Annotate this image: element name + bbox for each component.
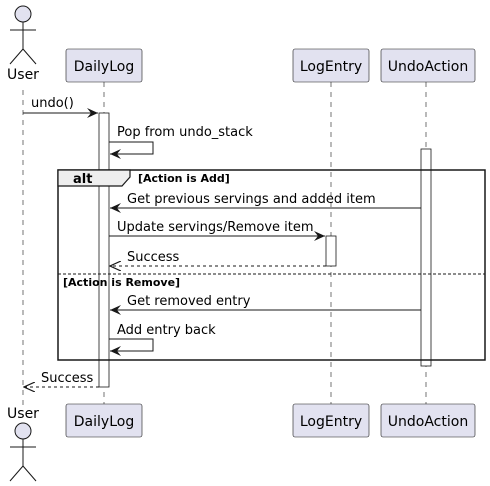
message-label-get-previous: Get previous servings and added item [127,192,376,207]
participant-box-dailylog-top [65,48,143,83]
participant-box-logentry-bottom [292,403,370,438]
message-label-add-back: Add entry back [117,323,216,338]
actor-user-top [9,5,37,65]
participant-box-undoaction-top [380,48,476,83]
alt-fragment-header [57,169,131,187]
message-label-update: Update servings/Remove item [117,220,314,235]
participant-label-logentry-bottom: LogEntry [300,414,362,430]
message-label-success-user: Success [41,371,94,386]
message-arrow-pop [109,141,154,159]
activation-dailylog [98,112,110,388]
alt-keyword: alt [73,172,92,187]
participant-label-dailylog-bottom: DailyLog [74,414,134,430]
message-label-success-logentry: Success [127,250,180,265]
message-label-undo: undo() [31,96,74,111]
participant-box-undoaction-bottom [380,403,476,438]
activation-logentry [325,235,337,267]
participant-box-dailylog-bottom [65,403,143,438]
actor-user-bottom [9,422,37,482]
message-label-get-removed: Get removed entry [127,294,251,309]
activation-undoaction [420,148,432,367]
participant-label-dailylog-top: DailyLog [74,59,134,75]
actor-user-label-bottom: User [7,406,39,422]
participant-label-logentry-top: LogEntry [300,59,362,75]
message-label-pop: Pop from undo_stack [117,125,253,140]
participant-box-logentry-top [292,48,370,83]
alt-guard-add: [Action is Add] [138,172,230,185]
alt-fragment [57,169,486,361]
actor-user-label-top: User [7,67,39,83]
participant-label-undoaction-bottom: UndoAction [388,414,468,430]
message-arrow-add-back [109,338,154,356]
alt-guard-remove: [Action is Remove] [63,276,180,289]
participant-label-undoaction-top: UndoAction [388,59,468,75]
